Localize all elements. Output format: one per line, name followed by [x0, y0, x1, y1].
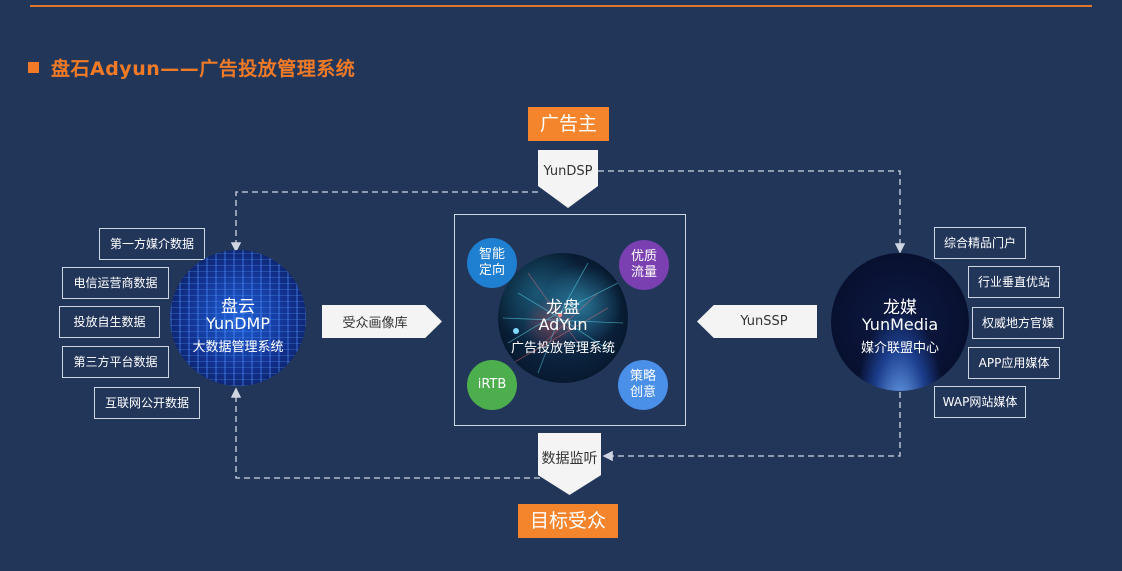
- media-en: YunMedia: [861, 315, 939, 334]
- dmp-source-item: 第三方平台数据: [62, 346, 169, 378]
- dmp-source-item: 电信运营商数据: [62, 267, 169, 299]
- yunssp-label: YunSSP: [740, 314, 788, 329]
- target-audience-box: 目标受众: [518, 504, 618, 538]
- center-frame: [454, 214, 686, 426]
- feature-traffic: 优质 流量: [619, 240, 669, 290]
- page-title: 盘石Adyun——广告投放管理系统: [28, 54, 355, 81]
- dmp-source-item: 第一方媒介数据: [99, 228, 205, 260]
- line-dsp-to-media: [598, 170, 906, 254]
- media-channel-item: 行业垂直优站: [968, 266, 1060, 298]
- media-channel-item: 权威地方官媒: [972, 307, 1064, 339]
- dmp-name: 盘云: [221, 297, 255, 317]
- adyun-en: AdYun: [538, 315, 588, 334]
- media-channel-item: WAP网站媒体: [934, 386, 1026, 418]
- data-monitor-label: 数据监听: [541, 451, 598, 467]
- feature-irtb: iRTB: [467, 360, 517, 410]
- audience-lib-arrow: 受众画像库: [322, 305, 442, 338]
- dmp-desc: 大数据管理系统: [192, 340, 284, 355]
- audience-lib-label: 受众画像库: [342, 316, 408, 331]
- title-bullet-icon: [28, 62, 39, 73]
- media-circle: 龙媒 YunMedia 媒介联盟中心: [831, 253, 969, 391]
- adyun-desc: 广告投放管理系统: [510, 341, 615, 356]
- adyun-name: 龙盘: [546, 298, 580, 318]
- adyun-circle: 龙盘 AdYun 广告投放管理系统: [498, 253, 628, 383]
- feature-strategy: 策略 创意: [618, 360, 668, 410]
- media-channel-item: 综合精品门户: [934, 227, 1026, 259]
- title-text: 盘石Adyun——广告投放管理系统: [51, 58, 356, 80]
- network-graphic: [502, 262, 624, 374]
- line-monitor-to-dmp: [230, 387, 540, 479]
- dmp-en: YunDMP: [206, 314, 270, 333]
- dmp-circle: 盘云 YunDMP 大数据管理系统: [170, 250, 306, 386]
- yunssp-arrow: YunSSP: [697, 305, 817, 338]
- media-name: 龙媒: [883, 298, 917, 318]
- feature-targeting: 智能 定向: [467, 238, 517, 288]
- dmp-source-item: 投放自生数据: [59, 306, 160, 338]
- media-channel-item: APP应用媒体: [968, 347, 1060, 379]
- advertiser-box: 广告主: [528, 107, 609, 141]
- dmp-source-item: 互联网公开数据: [94, 387, 200, 419]
- media-desc: 媒介联盟中心: [860, 341, 939, 356]
- top-divider: [30, 5, 1092, 7]
- line-media-to-monitor: [602, 392, 901, 462]
- yundsp-label: YunDSP: [543, 164, 593, 179]
